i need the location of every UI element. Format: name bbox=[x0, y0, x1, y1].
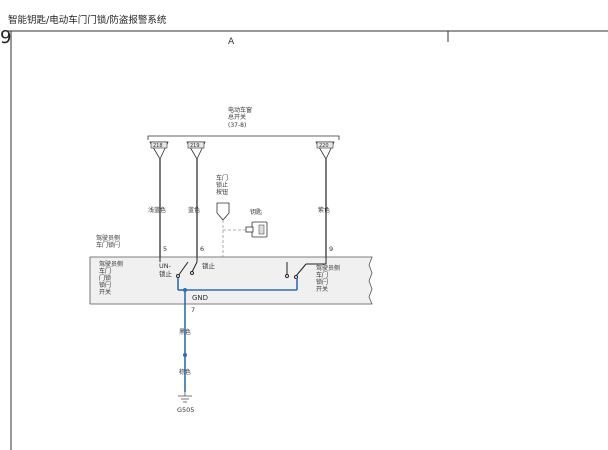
lock-button-label-1: 车门 bbox=[216, 174, 228, 182]
right-switch-label-2: 车门 bbox=[316, 271, 328, 279]
ground-symbol bbox=[178, 392, 192, 403]
connector-218: 218 bbox=[149, 141, 169, 160]
connector-218-label: 218 bbox=[153, 143, 163, 149]
gnd-label: GND bbox=[192, 294, 208, 302]
lock-button-icon bbox=[216, 202, 230, 221]
wire-light-blue-label: 浅蓝色 bbox=[148, 206, 166, 214]
lock-button-label-2: 锁止 bbox=[216, 181, 228, 189]
master-switch-name: 电动车窗 bbox=[228, 106, 252, 114]
page-frame bbox=[8, 30, 608, 450]
master-switch-name-2: 总开关 bbox=[228, 113, 246, 121]
left-switch-label-1: 驾驶员侧 bbox=[99, 260, 123, 268]
connector-219-label: 219 bbox=[190, 143, 200, 149]
connector-219: 219 bbox=[186, 141, 206, 160]
ground-bus-junction bbox=[183, 288, 187, 292]
connector-220: 220 bbox=[315, 141, 335, 160]
wire-splice bbox=[183, 353, 187, 357]
wire-black-label: 黑色 bbox=[179, 328, 191, 336]
left-switch-label-4: 锁闩 bbox=[99, 281, 111, 289]
pin-9: 9 bbox=[329, 245, 333, 253]
page-number: 9 bbox=[0, 27, 12, 48]
ground-label: G505 bbox=[177, 406, 194, 414]
wire-blue-label: 蓝色 bbox=[188, 206, 200, 214]
key-icon bbox=[245, 221, 268, 238]
right-switch-label-3: 锁闩 bbox=[316, 278, 328, 286]
left-switch-label-2: 车门 bbox=[99, 267, 111, 275]
grid-label-a: A bbox=[228, 37, 235, 47]
master-switch-ref: (37-8) bbox=[228, 122, 246, 129]
wires-upper bbox=[159, 159, 327, 258]
lock-state: 锁止 bbox=[202, 261, 216, 270]
left-switch-label-5: 开关 bbox=[99, 288, 111, 296]
right-switch-label-1: 驾驶员侧 bbox=[316, 264, 340, 272]
left-switch-label-3: 门锁 bbox=[99, 274, 111, 282]
unlock-state-1: UN- bbox=[159, 262, 172, 270]
lock-button-label-3: 按钮 bbox=[216, 188, 228, 196]
pin-5: 5 bbox=[163, 245, 167, 253]
key-label: 钥匙 bbox=[250, 208, 262, 216]
unlock-state-2: 锁止 bbox=[159, 269, 173, 278]
driver-latch-label-1: 驾驶员侧 bbox=[96, 234, 120, 242]
driver-latch-label-2: 车门锁闩 bbox=[96, 241, 120, 249]
switch-contacts bbox=[159, 257, 327, 279]
master-switch-bracket bbox=[147, 135, 340, 140]
pin-6: 6 bbox=[200, 245, 204, 253]
connector-220-label: 220 bbox=[319, 143, 329, 149]
pin-7: 7 bbox=[191, 306, 195, 314]
right-switch-label-4: 开关 bbox=[316, 285, 328, 293]
page-title: 智能钥匙/电动车门门锁/防盗报警系统 bbox=[8, 15, 167, 26]
wire-brown-label: 棕色 bbox=[179, 368, 191, 376]
wire-purple-label: 紫色 bbox=[318, 206, 330, 214]
